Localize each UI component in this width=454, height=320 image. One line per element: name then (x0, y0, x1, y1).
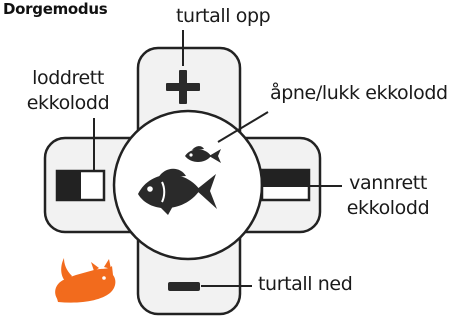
label-loddrett: loddrett (32, 67, 104, 89)
label-apne-lukk-ekkolodd: åpne/lukk ekkolodd (270, 82, 448, 104)
horizontal-sonar-icon[interactable] (260, 168, 311, 202)
plus-icon[interactable] (166, 70, 200, 104)
minus-icon[interactable] (168, 282, 200, 291)
vertical-sonar-icon[interactable] (55, 169, 106, 202)
label-turtall-opp: turtall opp (176, 5, 271, 27)
leader-toggle (217, 111, 269, 143)
cat-fish-logo-icon (55, 258, 116, 303)
diagram-title: Dorgemodus (3, 0, 108, 18)
fish-icon (138, 146, 221, 215)
label-turtall-ned: turtall ned (258, 273, 353, 295)
label-vannrett: vannrett (349, 172, 427, 194)
label-loddrett-ekkolodd: ekkolodd (26, 92, 110, 114)
label-vannrett-ekkolodd: ekkolodd (346, 197, 430, 219)
